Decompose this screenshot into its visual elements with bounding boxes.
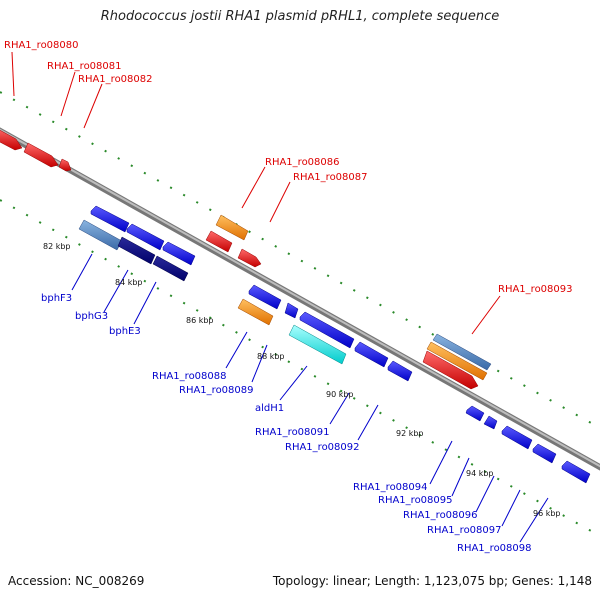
forward-gene-labels: RHA1_ro08080 RHA1_ro08081 RHA1_ro08082 R… xyxy=(4,40,573,295)
gene-label[interactable]: RHA1_ro08094 xyxy=(353,482,428,493)
gene-ro08088[interactable] xyxy=(237,298,274,326)
tick-label: 94 kbp xyxy=(466,469,494,478)
tick-label: 88 kbp xyxy=(257,352,285,361)
reverse-tick-rail xyxy=(0,199,600,537)
tick-label: 92 kbp xyxy=(396,429,424,438)
gene-label[interactable]: RHA1_ro08092 xyxy=(285,442,360,453)
gene-rev-12[interactable] xyxy=(532,443,557,464)
gene-label[interactable]: RHA1_ro08089 xyxy=(179,385,254,396)
reverse-genes xyxy=(78,205,591,484)
gene-label[interactable]: RHA1_ro08088 xyxy=(152,371,227,382)
gene-label[interactable]: RHA1_ro08087 xyxy=(293,172,368,183)
gene-ro08081[interactable] xyxy=(23,142,59,168)
accession-text: Accession: NC_008269 xyxy=(8,574,145,588)
gene-label[interactable]: RHA1_ro08091 xyxy=(255,427,330,438)
tick-label: 90 kbp xyxy=(326,390,354,399)
gene-label[interactable]: RHA1_ro08081 xyxy=(47,61,122,72)
tick-label: 96 kbp xyxy=(533,509,561,518)
gene-label[interactable]: RHA1_ro08096 xyxy=(403,510,478,521)
gene-ro08080[interactable] xyxy=(0,128,23,151)
gene-label[interactable]: RHA1_ro08086 xyxy=(265,157,340,168)
gene-rev-9[interactable] xyxy=(465,405,485,422)
gene-rev-4[interactable] xyxy=(248,284,282,310)
gene-ro08093-red[interactable] xyxy=(422,350,479,390)
gene-rev-11[interactable] xyxy=(501,425,533,450)
topology-summary: Topology: linear; Length: 1,123,075 bp; … xyxy=(272,574,592,588)
gene-label[interactable]: bphE3 xyxy=(109,326,141,337)
gene-rev-7[interactable] xyxy=(354,341,389,368)
gene-ro08087-a[interactable] xyxy=(205,230,233,253)
tick-label: 84 kbp xyxy=(115,278,143,287)
gene-label[interactable]: RHA1_ro08098 xyxy=(457,543,532,554)
forward-genes xyxy=(0,128,492,390)
gene-ro08086[interactable] xyxy=(215,214,249,241)
gene-label[interactable]: RHA1_ro08097 xyxy=(427,525,502,536)
gene-label[interactable]: RHA1_ro08082 xyxy=(78,74,153,85)
genome-backbone-highlight xyxy=(0,128,600,468)
tick-labels: 82 kbp 84 kbp 86 kbp 88 kbp 90 kbp 92 kb… xyxy=(43,242,561,518)
gene-label[interactable]: bphF3 xyxy=(41,293,72,304)
gene-ro08082[interactable] xyxy=(58,158,72,172)
tick-label: 82 kbp xyxy=(43,242,71,251)
gene-ro08087-b[interactable] xyxy=(237,248,262,268)
gene-rev-2[interactable] xyxy=(126,223,165,251)
reverse-gene-labels: bphF3 bphG3 bphE3 RHA1_ro08088 RHA1_ro08… xyxy=(41,293,532,554)
gene-label[interactable]: bphG3 xyxy=(75,311,108,322)
gene-bphE3[interactable] xyxy=(152,255,189,282)
gene-ro08093-steel[interactable] xyxy=(432,333,492,371)
gene-aldH1[interactable] xyxy=(288,324,347,365)
forward-tick-rail xyxy=(0,91,600,429)
leader-lines xyxy=(11,51,549,543)
gene-rev-8[interactable] xyxy=(387,360,413,382)
gene-label[interactable]: RHA1_ro08093 xyxy=(498,284,573,295)
gene-bphF3[interactable] xyxy=(78,219,123,251)
gene-label[interactable]: RHA1_ro08080 xyxy=(4,40,79,51)
tick-label: 86 kbp xyxy=(186,316,214,325)
gene-bphG3[interactable] xyxy=(117,236,156,265)
gene-rev-13[interactable] xyxy=(561,460,591,484)
gene-label[interactable]: RHA1_ro08095 xyxy=(378,495,453,506)
gene-rev-5[interactable] xyxy=(284,302,299,319)
gene-rev-1[interactable] xyxy=(90,205,130,233)
map-title: Rhodococcus jostii RHA1 plasmid pRHL1, c… xyxy=(100,9,500,24)
gene-ro08093-orange[interactable] xyxy=(426,341,488,381)
gene-rev-6[interactable] xyxy=(299,311,355,349)
gene-rev-3[interactable] xyxy=(162,241,196,266)
gene-label[interactable]: aldH1 xyxy=(255,403,284,414)
gene-rev-10[interactable] xyxy=(483,415,498,430)
